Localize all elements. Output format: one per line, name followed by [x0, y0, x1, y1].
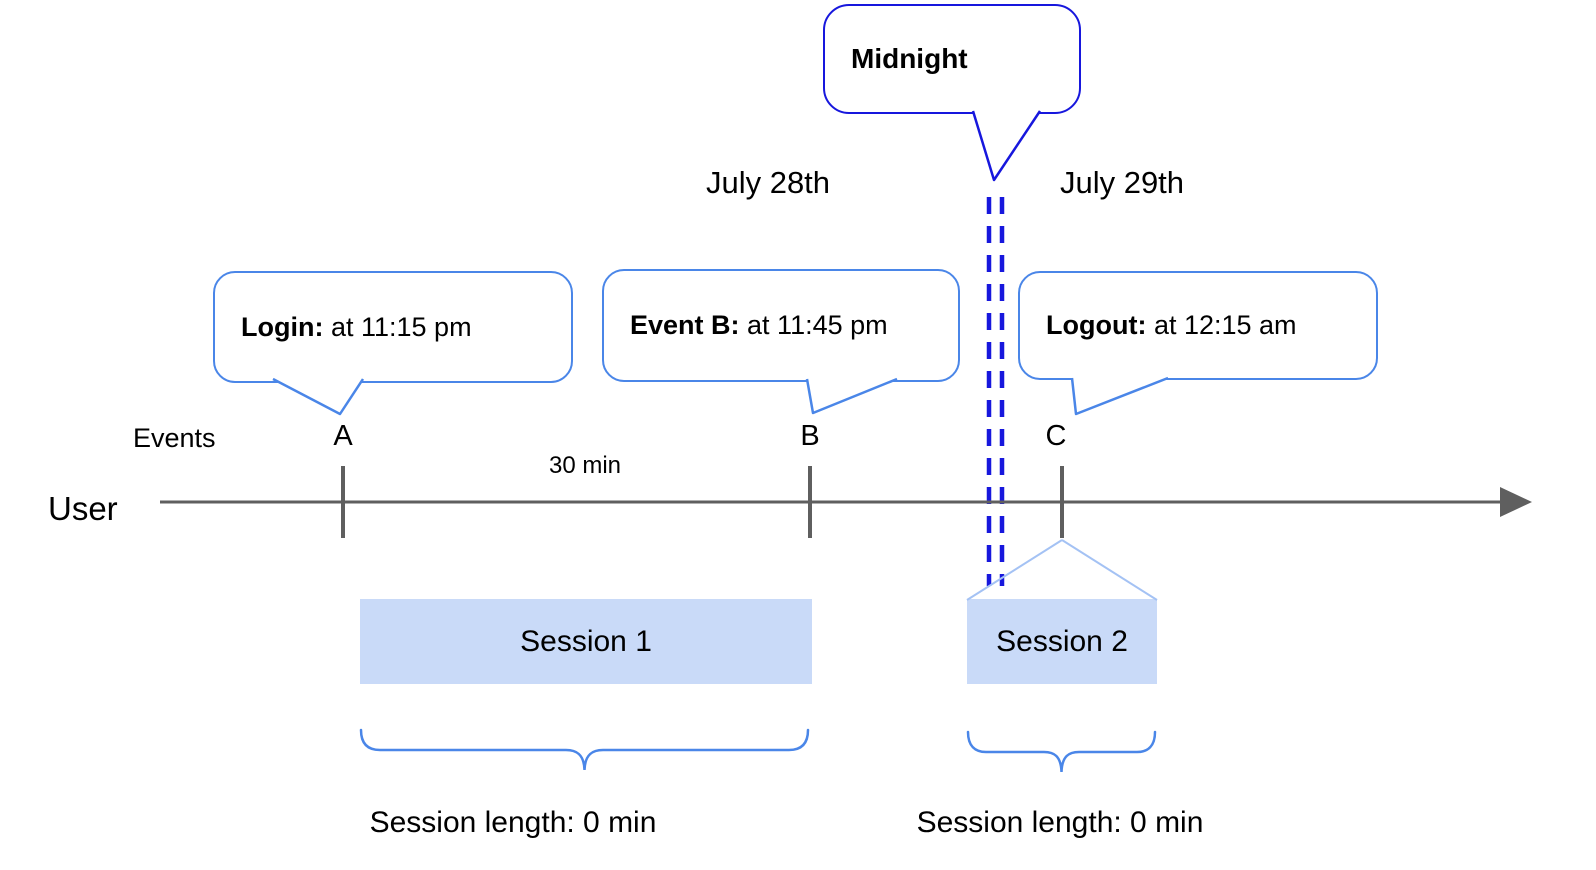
session-1-brace: [359, 728, 810, 771]
event-mark-b: B: [800, 420, 820, 452]
event-mark-a: A: [333, 420, 353, 452]
events-row-label: Events: [133, 423, 216, 453]
login-callout: Login: at 11:15 pm: [213, 271, 573, 383]
session-1-box: Session 1: [360, 599, 812, 684]
session-1-length-label: Session length: 0 min: [369, 806, 657, 839]
interval-label-30min: 30 min: [548, 452, 622, 479]
session-2-box: Session 2: [967, 599, 1157, 684]
login-callout-detail: at 11:15 pm: [323, 311, 472, 342]
logout-callout-title: Logout:: [1046, 310, 1147, 340]
date-label-july-29: July 29th: [1059, 165, 1185, 200]
user-row-label: User: [48, 490, 118, 527]
logout-callout-tail: [1070, 376, 1169, 416]
logout-callout: Logout: at 12:15 am: [1018, 271, 1378, 380]
session-2-funnel-right: [1061, 539, 1158, 601]
login-callout-title: Login:: [241, 311, 324, 342]
session-1-label: Session 1: [520, 624, 652, 658]
event-mark-c: C: [1045, 420, 1067, 452]
event-b-callout: Event B: at 11:45 pm: [602, 269, 960, 382]
logout-callout-detail: at 12:15 am: [1146, 310, 1297, 340]
session-2-brace: [966, 730, 1157, 773]
session-2-length-label: Session length: 0 min: [916, 806, 1204, 839]
session-2-funnel-left: [966, 539, 1063, 601]
event-b-callout-detail: at 11:45 pm: [739, 310, 888, 340]
midnight-callout-label: Midnight: [851, 43, 968, 74]
date-label-july-28: July 28th: [705, 165, 831, 200]
login-callout-tail: [272, 377, 365, 416]
event-b-callout-tail: [805, 377, 898, 415]
event-b-callout-title: Event B:: [630, 310, 740, 340]
session-2-label: Session 2: [996, 624, 1128, 658]
midnight-callout-tail: [971, 110, 1042, 182]
timeline-arrowhead-icon: [1500, 487, 1532, 517]
midnight-callout: Midnight: [823, 4, 1081, 114]
